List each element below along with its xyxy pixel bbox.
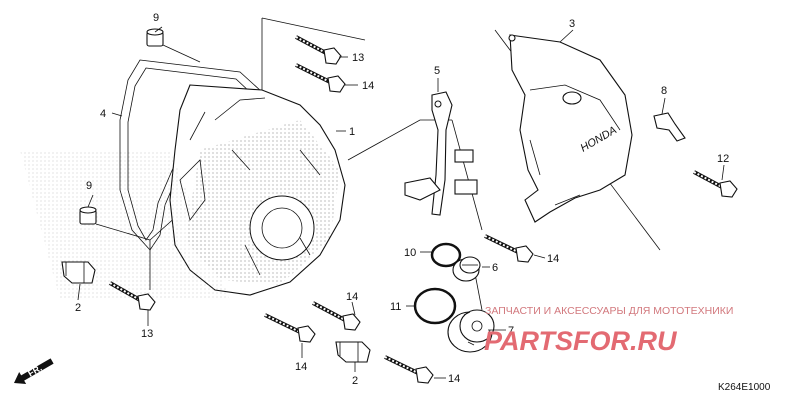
bolt-14-right	[484, 234, 534, 263]
callout-9-top: 9	[153, 12, 159, 24]
callout-13-top: 13	[352, 52, 364, 64]
side-cover: HONDA	[508, 34, 633, 223]
bolt-13-top	[295, 35, 342, 65]
bolt-14-low	[264, 313, 316, 343]
callout-1: 1	[349, 126, 355, 138]
dowel-pin-left	[79, 206, 97, 225]
cap-small	[452, 256, 481, 282]
leader-lines	[77, 26, 725, 379]
callout-9-left: 9	[86, 180, 92, 192]
callout-7: 7	[508, 325, 514, 337]
callout-2-left: 2	[75, 302, 81, 314]
callout-11: 11	[390, 301, 401, 313]
callout-14-bottom: 14	[448, 373, 460, 385]
callout-14-mid: 14	[346, 291, 358, 303]
callout-12: 12	[717, 153, 729, 165]
watermark-caption: ЗАПЧАСТИ И АКСЕССУАРЫ ДЛЯ МОТОТЕХНИКИ	[485, 305, 733, 317]
callout-6: 6	[492, 262, 498, 274]
callout-14-right: 14	[547, 253, 559, 265]
cap-large	[447, 309, 495, 353]
bolt-13-bottom	[109, 281, 156, 311]
callout-14-low: 14	[295, 361, 307, 373]
callout-5: 5	[434, 65, 440, 77]
diagram-code: K264E1000	[718, 382, 771, 393]
clip	[653, 112, 686, 142]
bolt-14-bottom	[384, 355, 434, 384]
callout-4: 4	[100, 108, 106, 120]
callout-10: 10	[404, 247, 416, 259]
callout-2-bottom: 2	[352, 375, 358, 387]
callout-8: 8	[661, 85, 667, 97]
clamp-bottom	[335, 341, 371, 363]
callout-13-bottom: 13	[141, 328, 153, 340]
bolt-12	[693, 170, 738, 198]
bolt-14-mid	[312, 301, 361, 331]
front-arrow-icon: FR.	[14, 358, 54, 385]
bolt-14-top	[295, 63, 346, 93]
watermark-logo: PARTSFOR.RU	[484, 326, 678, 356]
o-ring-10	[430, 242, 462, 268]
bracket	[404, 91, 478, 216]
clamp-left	[61, 261, 96, 284]
watermark: ЗАПЧАСТИ И АКСЕССУАРЫ ДЛЯ МОТОТЕХНИКИ PA…	[484, 305, 733, 356]
callouts: 9 13 14 4 1 9 5 3 8 12 10 6 11 7 14 2 13…	[75, 12, 729, 387]
callout-14-top: 14	[362, 80, 374, 92]
crankcase-cover	[169, 84, 346, 296]
callout-3: 3	[569, 18, 575, 30]
o-ring-11	[413, 287, 457, 325]
